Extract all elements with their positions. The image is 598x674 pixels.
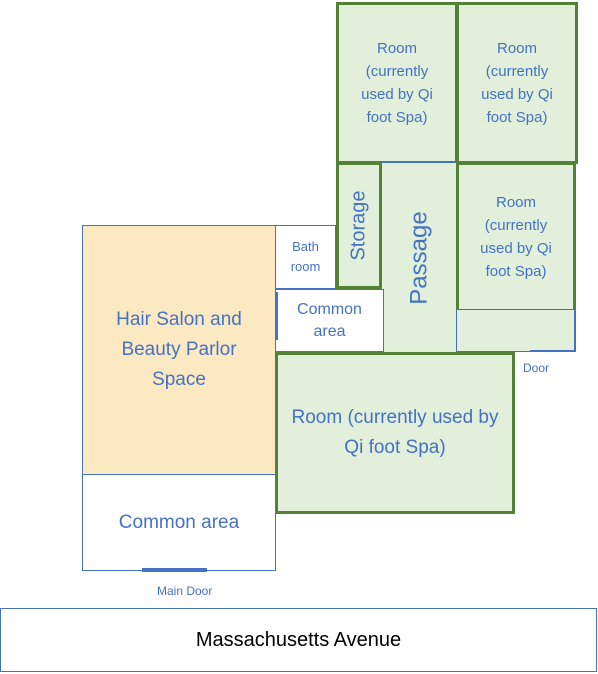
hair-salon: Hair Salon and Beauty Parlor Space	[82, 225, 276, 475]
room-top-right: Room (currently used by Qi foot Spa)	[456, 2, 578, 164]
main-door-label: Main Door	[157, 584, 213, 598]
common-area-bottom: Common area	[82, 474, 276, 571]
room-top-right-label: Room (currently used by Qi foot Spa)	[481, 40, 553, 126]
room-large: Room (currently used by Qi foot Spa)	[275, 352, 515, 514]
area-under-room	[456, 310, 576, 352]
room-large-label: Room (currently used by Qi foot Spa)	[291, 407, 499, 458]
room-mid-right-label: Room (currently used by Qi foot Spa)	[480, 194, 552, 280]
passage-label: Passage	[405, 210, 433, 305]
door-label: Door	[523, 361, 550, 375]
room-mid-right: Room (currently used by Qi foot Spa)	[456, 162, 576, 312]
room-top-left: Room (currently used by Qi foot Spa)	[336, 2, 458, 164]
storage-label: Storage	[347, 190, 370, 261]
common-area-small-label: Common area	[297, 300, 362, 340]
storage-room: Storage	[336, 162, 382, 289]
common-area-door-marker	[275, 292, 278, 340]
main-door-marker	[142, 568, 207, 572]
passage: Passage	[382, 162, 457, 352]
street: Massachusetts Avenue	[0, 608, 597, 672]
room-top-left-label: Room (currently used by Qi foot Spa)	[361, 40, 433, 126]
street-label: Massachusetts Avenue	[195, 628, 402, 651]
hair-salon-label: Hair Salon and Beauty Parlor Space	[116, 309, 242, 390]
bathroom-label: Bath room	[290, 239, 321, 274]
door-marker	[530, 350, 576, 352]
common-area-small: Common area	[275, 289, 384, 352]
bathroom: Bath room	[275, 225, 336, 289]
common-area-bottom-label: Common area	[118, 511, 240, 533]
